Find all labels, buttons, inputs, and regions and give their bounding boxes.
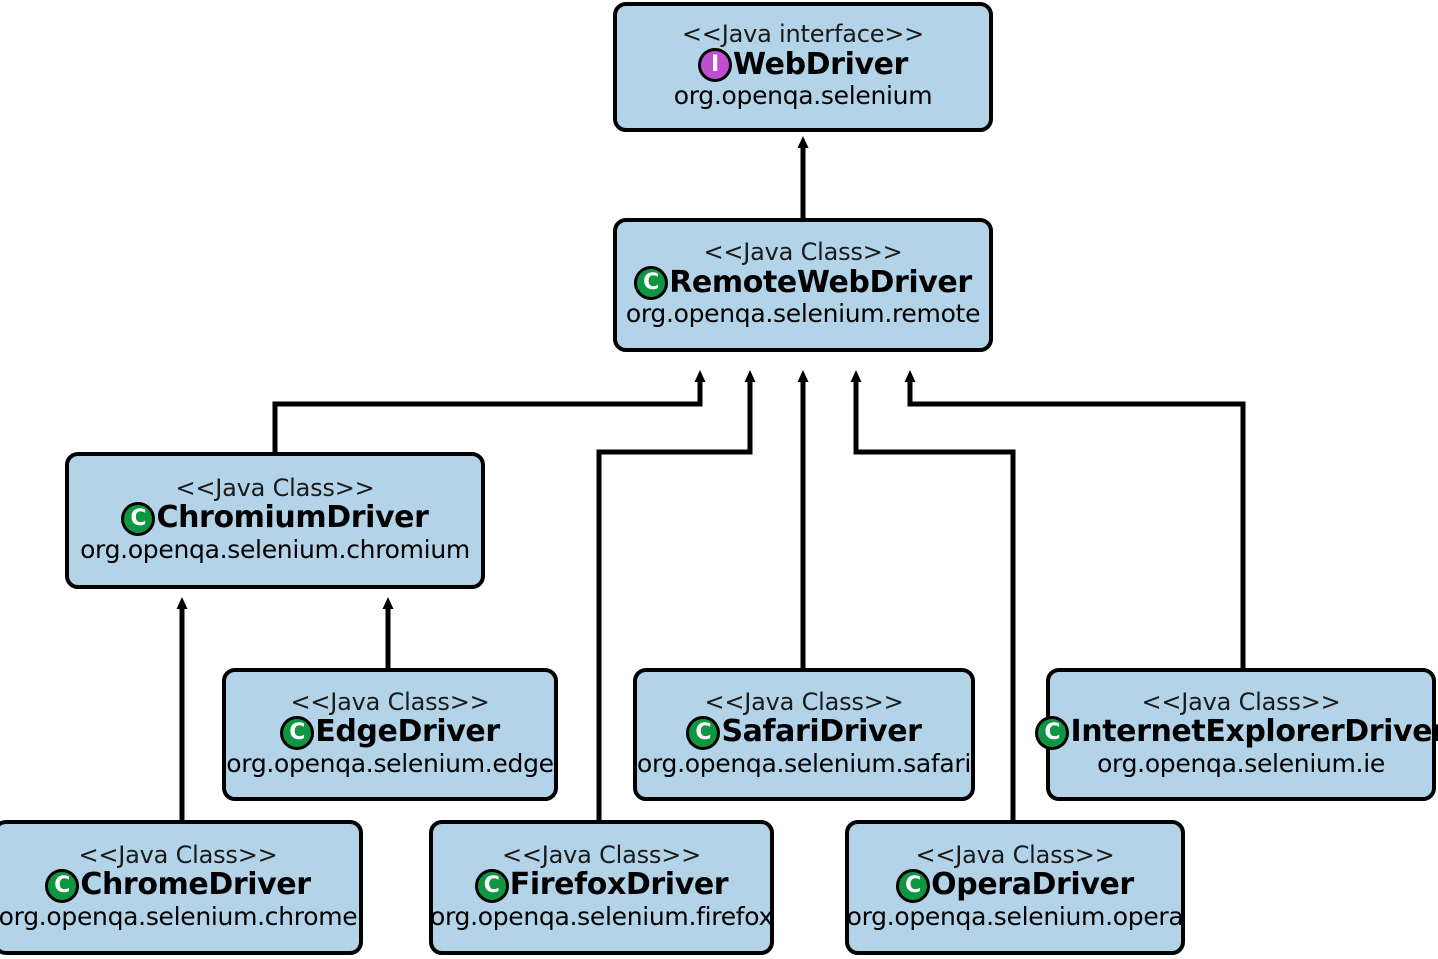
node-package: org.openqa.selenium.opera <box>846 901 1184 931</box>
node-stereotype: <<Java Class>> <box>703 238 903 267</box>
node-stereotype: <<Java Class>> <box>78 840 278 869</box>
edge-operadriver-remotewebdriver <box>850 370 1016 820</box>
node-package: org.openqa.selenium.remote <box>625 299 981 329</box>
node-class-name: EdgeDriver <box>315 714 500 750</box>
node-remotewebdriver[interactable]: <<Java Class>> C RemoteWebDriver org.ope… <box>613 218 993 352</box>
node-name-row: C RemoteWebDriver <box>634 264 972 301</box>
node-class-name: FirefoxDriver <box>509 867 729 903</box>
node-stereotype: <<Java Class>> <box>915 840 1115 869</box>
class-icon: C <box>634 266 669 301</box>
class-icon: C <box>474 868 509 903</box>
node-chromedriver[interactable]: <<Java Class>> C ChromeDriver org.openqa… <box>0 820 363 955</box>
node-package: org.openqa.selenium.safari <box>636 748 972 778</box>
node-name-row: I WebDriver <box>698 46 908 83</box>
node-class-name: InternetExplorerDriver <box>1070 714 1438 750</box>
node-class-name: ChromiumDriver <box>156 500 429 536</box>
node-name-row: C FirefoxDriver <box>474 867 729 903</box>
edge-chromiumdriver-remotewebdriver <box>272 370 706 452</box>
node-package: org.openqa.selenium <box>673 81 933 111</box>
node-internetexplorerdriver[interactable]: <<Java Class>> C InternetExplorerDriver … <box>1035 668 1438 801</box>
node-name-row: C InternetExplorerDriver <box>1035 714 1438 750</box>
class-icon: C <box>1035 715 1070 750</box>
node-class-name: RemoteWebDriver <box>669 264 972 300</box>
node-name-row: C EdgeDriver <box>280 714 500 750</box>
node-webdriver[interactable]: <<Java interface>> I WebDriver org.openq… <box>613 2 993 132</box>
edge-internetexplorerdriver-remotewebdriver <box>904 370 1246 668</box>
node-package: org.openqa.selenium.edge <box>226 748 554 778</box>
node-class-name: WebDriver <box>733 46 908 82</box>
node-package: org.openqa.selenium.firefox <box>429 901 774 931</box>
node-stereotype: <<Java Class>> <box>290 687 490 716</box>
node-stereotype: <<Java Class>> <box>175 473 375 502</box>
node-class-name: SafariDriver <box>721 714 922 750</box>
node-firefoxdriver[interactable]: <<Java Class>> C FirefoxDriver org.openq… <box>429 820 774 955</box>
node-class-name: OperaDriver <box>931 867 1134 903</box>
node-package: org.openqa.selenium.chrome <box>0 901 358 931</box>
class-icon: C <box>280 715 315 750</box>
node-name-row: C ChromiumDriver <box>121 500 429 536</box>
node-package: org.openqa.selenium.ie <box>1097 748 1385 778</box>
node-chromiumdriver[interactable]: <<Java Class>> C ChromiumDriver org.open… <box>65 452 485 589</box>
node-class-name: ChromeDriver <box>80 867 311 903</box>
node-name-row: C SafariDriver <box>686 714 922 750</box>
node-safaridriver[interactable]: <<Java Class>> C SafariDriver org.openqa… <box>633 668 975 801</box>
node-stereotype: <<Java Class>> <box>1141 687 1341 716</box>
node-name-row: C OperaDriver <box>896 867 1134 903</box>
node-stereotype: <<Java Class>> <box>704 687 904 716</box>
node-name-row: C ChromeDriver <box>45 867 311 903</box>
node-stereotype: <<Java interface>> <box>681 20 925 49</box>
node-package: org.openqa.selenium.chromium <box>80 534 470 564</box>
node-operadriver[interactable]: <<Java Class>> C OperaDriver org.openqa.… <box>845 820 1185 955</box>
class-icon: C <box>686 715 721 750</box>
edge-firefoxdriver-remotewebdriver <box>596 370 756 820</box>
class-icon: C <box>45 868 80 903</box>
interface-icon: I <box>698 48 733 83</box>
class-icon: C <box>121 501 156 536</box>
class-icon: C <box>896 868 931 903</box>
node-stereotype: <<Java Class>> <box>501 840 702 869</box>
node-edgedriver[interactable]: <<Java Class>> C EdgeDriver org.openqa.s… <box>222 668 558 801</box>
